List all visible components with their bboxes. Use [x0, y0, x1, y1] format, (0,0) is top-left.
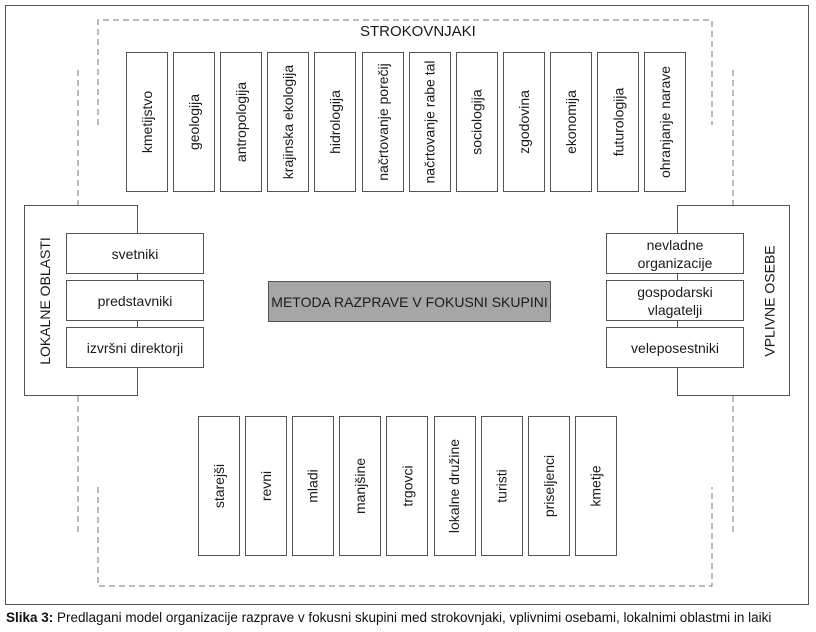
bottom-item-box: mladi: [292, 416, 335, 556]
figure-caption: Slika 3: Predlagani model organizacije r…: [6, 610, 771, 625]
bottom-item-label: trgovci: [399, 465, 416, 507]
bottom-item-label: priseljenci: [540, 454, 557, 518]
bottom-item-box: trgovci: [386, 416, 429, 556]
top-item-box: sociologija: [455, 52, 498, 192]
top-item-box: ekonomija: [549, 52, 592, 192]
right-item-nevladne-organizacije: nevladne organizacije: [606, 233, 744, 274]
top-item-label: zgodovina: [515, 90, 532, 154]
top-item-label: krajinska ekologija: [280, 64, 297, 180]
top-item-box: načrtovanje rabe tal: [408, 52, 451, 192]
bottom-item-label: lokalne družine: [446, 438, 463, 534]
left-group-title-box: LOKALNE OBLASTI: [25, 206, 65, 395]
top-item-label: sociologija: [468, 89, 485, 155]
bottom-item-box: manjšine: [339, 416, 382, 556]
figure-frame: [5, 5, 809, 605]
bottom-item-box: starejši: [198, 416, 240, 556]
right-group-title: VPLIVNE OSEBE: [762, 244, 778, 357]
top-item-label: načrtovanje rabe tal: [421, 60, 438, 184]
top-item-label: antropologija: [233, 81, 250, 163]
bottom-item-box: revni: [245, 416, 288, 556]
bottom-item-box: lokalne družine: [433, 416, 476, 556]
top-item-label: futurologija: [610, 87, 626, 157]
top-item-box: antropologija: [220, 52, 263, 192]
dashed-connectors: [77, 19, 734, 587]
top-item-label: geologija: [186, 93, 203, 151]
top-item-label: načrtovanje porečij: [374, 63, 391, 181]
top-item-box: kmetijstvo: [126, 52, 168, 192]
top-item-box: krajinska ekologija: [267, 52, 310, 192]
bottom-item-label: turisti: [493, 469, 510, 503]
top-item-box: ohranjanje narave: [644, 52, 687, 192]
top-item-label: ekonomija: [562, 90, 579, 154]
bottom-item-box: priseljenci: [527, 416, 570, 556]
top-item-label: ohranjanje narave: [657, 65, 674, 179]
left-item-izvrsni-direktorji: izvršni direktorji: [66, 327, 204, 368]
top-item-label: kmetijstvo: [139, 90, 156, 154]
top-item-box: zgodovina: [502, 52, 545, 192]
bottom-item-label: mladi: [305, 469, 322, 503]
left-group-title: LOKALNE OBLASTI: [37, 236, 54, 365]
top-item-box: hidrologija: [314, 52, 357, 192]
bottom-item-label: revni: [258, 470, 275, 502]
bottom-item-box: kmetje: [574, 416, 617, 556]
top-bracket-line: [97, 19, 713, 125]
bottom-item-label: manjšine: [352, 457, 369, 515]
bottom-item-box: turisti: [480, 416, 523, 556]
caption-text: Predlagani model organizacije razprave v…: [53, 610, 772, 625]
top-item-box: načrtovanje porečij: [361, 52, 404, 192]
caption-prefix: Slika 3:: [6, 610, 54, 625]
bottom-bracket-line: [97, 487, 713, 587]
bottom-item-label: kmetje: [587, 465, 604, 507]
top-group-title: STROKOVNJAKI: [360, 23, 476, 40]
right-item-veleposestniki: veleposestniki: [606, 327, 744, 368]
top-item-label: hidrologija: [327, 90, 344, 154]
right-item-gospodarski-vlagatelji: gospodarski vlagatelji: [606, 280, 744, 321]
center-method-box: METODA RAZPRAVE V FOKUSNI SKUPINI: [268, 281, 551, 322]
right-group-title-box: VPLIVNE OSEBE: [750, 206, 790, 395]
top-item-box: futurologija: [597, 52, 639, 192]
top-item-box: geologija: [173, 52, 216, 192]
bottom-item-label: starejši: [211, 463, 228, 509]
left-item-predstavniki: predstavniki: [66, 280, 204, 321]
left-item-svetniki: svetniki: [66, 233, 204, 274]
